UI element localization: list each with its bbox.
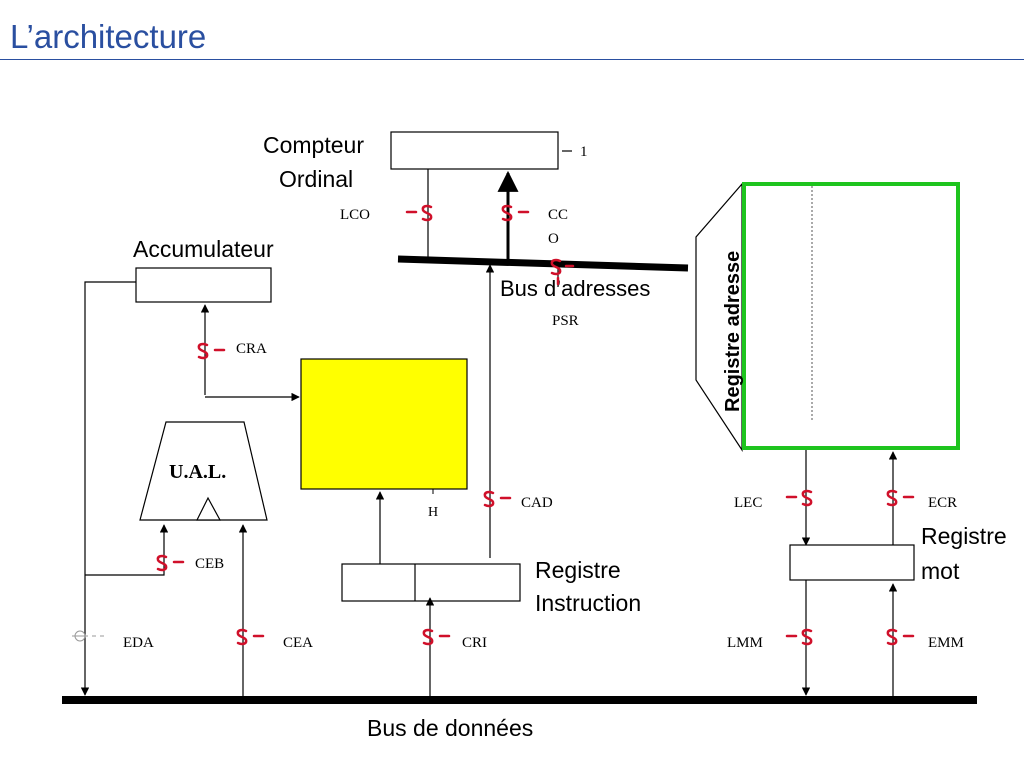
title-rule [0,59,1024,60]
accumulateur-box [135,267,272,303]
h-label: H [428,505,438,520]
registre-instruction-box [341,563,521,602]
emm-label: EMM [928,635,964,651]
ual-notch [196,496,222,521]
cea-label: CEA [283,635,313,651]
bus-adresses-label: Bus d’adresses [500,276,650,301]
slide-title: L’architecture [10,18,207,55]
lec-label: LEC [734,495,762,511]
registre-mot-line1: Registre [921,523,1007,549]
cad-label: CAD [521,495,553,511]
accumulateur-label: Accumulateur [133,236,274,262]
cco-label-line1: CC [548,207,568,223]
registre-adresse-label: Registre adresse [722,251,744,412]
ceb-control-flag [156,554,185,572]
cad-control-flag [483,490,512,508]
registre-mot-box [789,544,915,581]
ual-label: U.A.L. [169,461,226,483]
lec-control-flag [785,489,813,507]
eda-label: EDA [123,635,154,651]
bus-donnees-label: Bus de données [367,715,533,741]
registre-instruction-line1: Registre [535,557,621,583]
psr-label: PSR [552,313,579,329]
cco-control-flag [501,204,530,222]
lmm-control-flag [785,628,813,646]
cri-label: CRI [462,635,487,651]
registre-mot-line2: mot [921,558,960,584]
address-bus [397,255,689,272]
compteur-ordinal-box [390,131,559,170]
psr-control-flag [550,258,575,286]
cra-control-flag [197,342,226,360]
cra-label: CRA [236,341,267,357]
lmm-label: LMM [727,635,763,651]
memory-block [742,182,960,450]
ceb-line [85,524,169,576]
compteur-label-line1: Compteur [263,132,364,158]
emm-control-flag [886,628,915,646]
ual-shape [139,421,268,521]
cea-control-flag [236,628,265,646]
compteur-label-line2: Ordinal [279,166,353,192]
ecr-label: ECR [928,495,957,511]
lco-label: LCO [340,207,370,223]
ecr-control-flag [886,489,915,507]
eda-symbol [72,630,104,642]
cri-control-flag [422,628,451,646]
registre-instruction-line2: Instruction [535,590,641,616]
plus-one-label: 1 [580,144,588,160]
yellow-register-box [300,358,468,490]
ceb-label: CEB [195,556,224,572]
acc-feedback-line [80,281,136,696]
cco-label-line2: O [548,231,559,247]
lco-control-flag [405,204,433,222]
